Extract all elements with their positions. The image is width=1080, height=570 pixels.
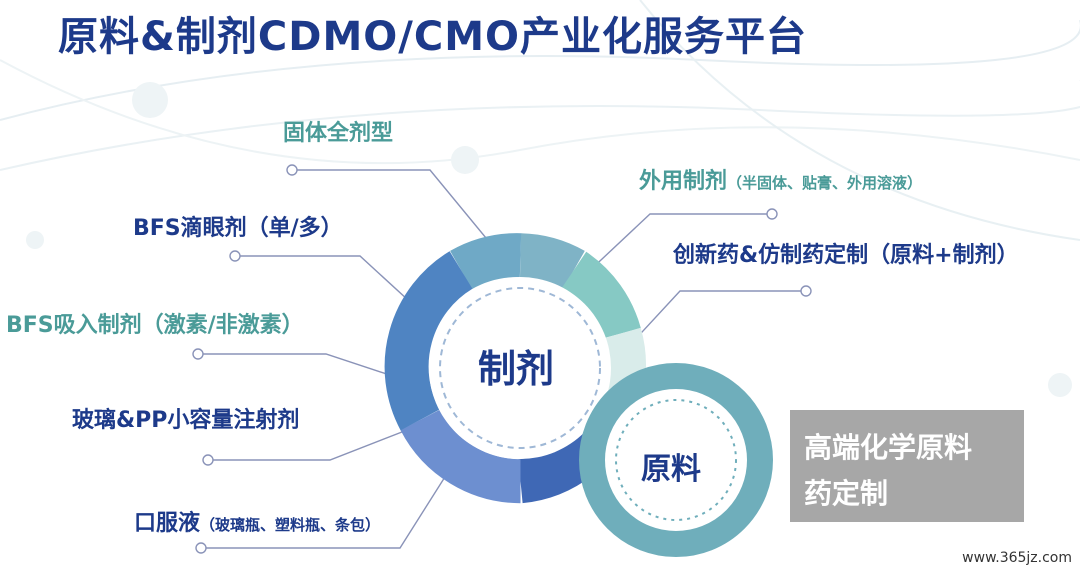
connector-6 xyxy=(584,213,772,276)
label-oral-liquid: 口服液（玻璃瓶、塑料瓶、条包） xyxy=(134,511,381,536)
connector-4 xyxy=(208,424,421,461)
label-glass-pp-injection: 玻璃&PP小容量注射剂 xyxy=(72,408,300,433)
callout-line-1: 高端化学原料 xyxy=(804,431,973,464)
connector-7 xyxy=(629,290,806,346)
label-bfs-eye-drops: BFS滴眼剂（单/多） xyxy=(133,216,343,241)
label-bfs-inhalation: BFS吸入制剂（激素/非激素） xyxy=(6,313,304,338)
watermark: www.365jz.com xyxy=(962,550,1072,566)
api-callout-box: 高端化学原料 药定制 xyxy=(790,410,1024,522)
secondary-label: 原料 xyxy=(641,452,701,487)
center-label: 制剂 xyxy=(478,347,555,391)
callout-line-2: 药定制 xyxy=(804,477,889,510)
label-innovative-generic: 创新药&仿制药定制（原料+制剂） xyxy=(673,243,1019,268)
connector-1 xyxy=(292,169,501,256)
connector-5 xyxy=(201,449,463,549)
page-title: 原料&制剂CDMO/CMO产业化服务平台 xyxy=(58,14,808,60)
label-topical: 外用制剂（半固体、贴膏、外用溶液） xyxy=(639,169,923,194)
label-solid-dosage: 固体全剂型 xyxy=(283,121,394,146)
